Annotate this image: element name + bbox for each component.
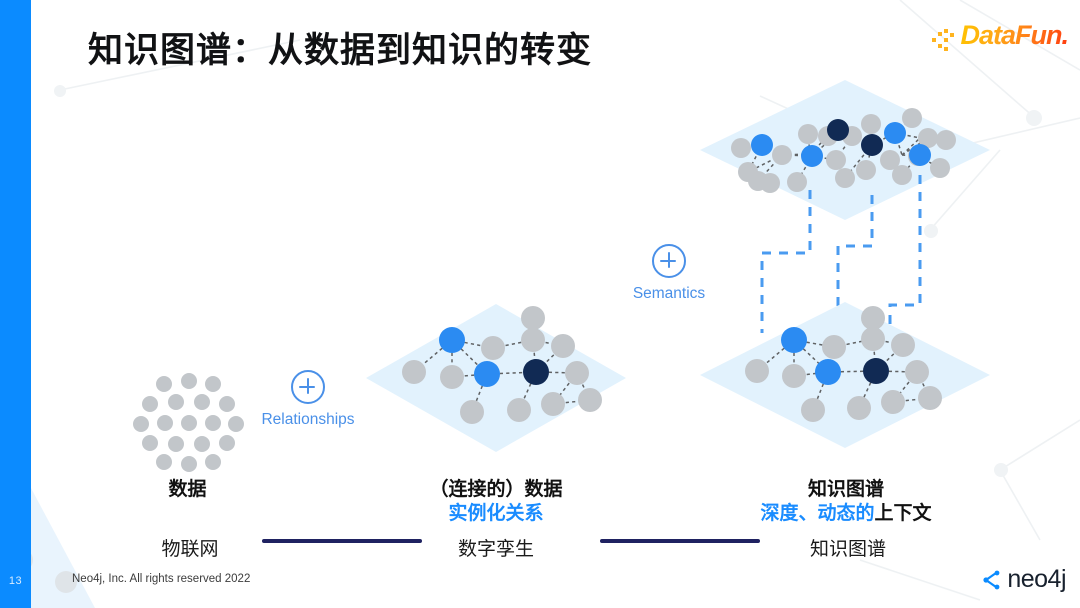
- neo4j-logo: neo4j: [983, 565, 1066, 594]
- neo4j-wordmark: neo4j: [1007, 565, 1066, 593]
- copyright-text: Neo4j, Inc. All rights reserved 2022: [72, 573, 251, 585]
- left-rail: [0, 0, 31, 608]
- page-title: 知识图谱：从数据到知识的转变: [88, 31, 593, 70]
- knowledge-graph-upper-layer: [700, 80, 990, 220]
- knowledge-graph-lower-layer: [700, 302, 990, 448]
- timeline-label-iot: 物联网: [161, 539, 219, 560]
- page-number: 13: [8, 575, 23, 587]
- stage-connected-heading: （连接的）数据: [429, 479, 563, 500]
- timeline-label-kg: 知识图谱: [809, 539, 887, 560]
- connector-relationships-label: Relationships: [261, 411, 355, 428]
- connector-relationships: Relationships: [243, 370, 373, 429]
- stage-connected-subheading: 实例化关系: [448, 502, 544, 524]
- stage-kg-subheading-blue: 深度、动态的: [760, 502, 875, 524]
- stage-caption-data: 数据: [90, 478, 285, 502]
- datafun-dots-icon: [932, 28, 955, 51]
- connector-semantics: Semantics: [608, 244, 730, 303]
- timeline-row: 物联网 数字孪生 知识图谱: [0, 530, 1080, 560]
- stage-kg-subheading-dark: 上下文: [874, 502, 932, 524]
- plus-circle-icon: [652, 244, 686, 278]
- datafun-wordmark: DataFun.: [960, 20, 1069, 50]
- neo4j-mark-icon: [983, 570, 1000, 589]
- plus-circle-icon: [291, 370, 325, 404]
- connected-data-visual: [366, 304, 626, 452]
- timeline-connector-1: [262, 539, 422, 543]
- connector-semantics-label: Semantics: [632, 285, 706, 302]
- stage-caption-connected-data: （连接的）数据 实例化关系: [398, 478, 594, 526]
- datafun-logo: DataFun.: [932, 20, 1069, 58]
- timeline-connector-2: [600, 539, 760, 543]
- layer-link-connectors: [760, 175, 922, 340]
- stage-caption-knowledge-graph: 知识图谱 深度、动态的上下文: [748, 478, 944, 526]
- stage-kg-heading: 知识图谱: [807, 479, 884, 500]
- stage-data-heading: 数据: [168, 479, 207, 500]
- timeline-label-digital-twin: 数字孪生: [457, 539, 535, 560]
- dot-cluster-visual: [133, 373, 244, 472]
